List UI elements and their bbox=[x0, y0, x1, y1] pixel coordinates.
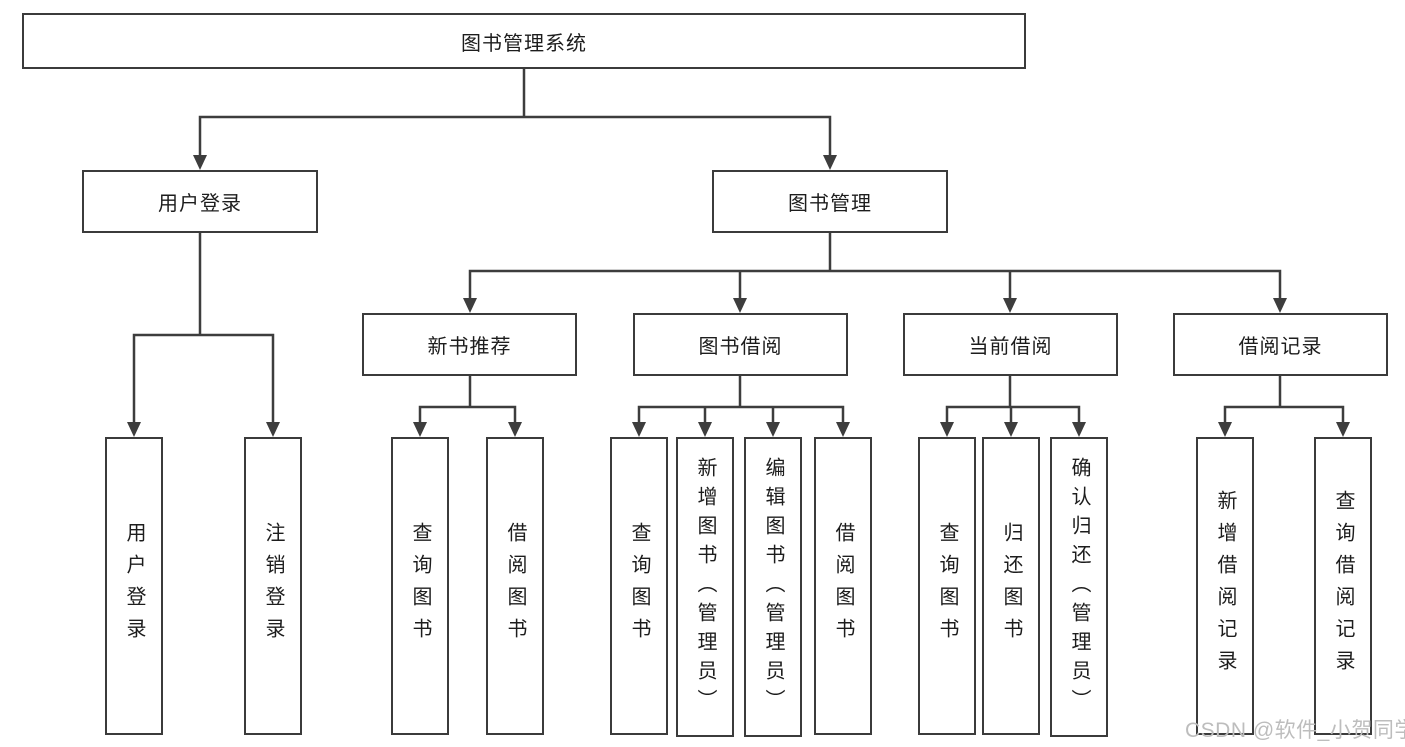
leaf-user-login: 用户登录 bbox=[105, 437, 163, 735]
leaf-borrow-books-recommend: 借阅图书 bbox=[486, 437, 544, 735]
node-current-borrowing: 当前借阅 bbox=[903, 313, 1118, 376]
leaf-borrow-books-recommend-label: 借阅图书 bbox=[504, 522, 526, 650]
node-root-label: 图书管理系统 bbox=[461, 32, 587, 55]
leaf-query-books-borrowing: 查询图书 bbox=[610, 437, 668, 735]
leaf-query-books-current-label: 查询图书 bbox=[936, 522, 958, 650]
leaf-query-books-recommend-label: 查询图书 bbox=[409, 522, 431, 650]
node-new-book-recommend-label: 新书推荐 bbox=[427, 336, 512, 358]
leaf-user-login-label: 用户登录 bbox=[123, 522, 145, 650]
leaf-add-book-admin-label: 新增图书（管理员） bbox=[694, 456, 716, 718]
node-user-login: 用户登录 bbox=[82, 170, 318, 233]
leaf-add-borrow-record: 新增借阅记录 bbox=[1196, 437, 1254, 735]
leaf-add-borrow-record-label: 新增借阅记录 bbox=[1214, 490, 1236, 682]
node-borrowing-records: 借阅记录 bbox=[1173, 313, 1388, 376]
leaf-query-borrow-record: 查询借阅记录 bbox=[1314, 437, 1372, 735]
node-borrowing-records-label: 借阅记录 bbox=[1238, 336, 1323, 358]
leaf-edit-book-admin-label: 编辑图书（管理员） bbox=[762, 456, 784, 718]
leaf-logout-label: 注销登录 bbox=[262, 522, 284, 650]
leaf-query-books-borrowing-label: 查询图书 bbox=[628, 522, 650, 650]
node-root: 图书管理系统 bbox=[22, 13, 1026, 69]
arrowheads bbox=[127, 155, 1350, 437]
leaf-edit-book-admin: 编辑图书（管理员） bbox=[744, 437, 802, 737]
leaf-logout: 注销登录 bbox=[244, 437, 302, 735]
node-book-borrowing-label: 图书借阅 bbox=[698, 336, 783, 358]
node-book-management-label: 图书管理 bbox=[788, 193, 872, 215]
node-book-management: 图书管理 bbox=[712, 170, 948, 233]
leaf-add-book-admin: 新增图书（管理员） bbox=[676, 437, 734, 737]
node-book-borrowing: 图书借阅 bbox=[633, 313, 848, 376]
leaf-confirm-return-admin: 确认归还（管理员） bbox=[1050, 437, 1108, 737]
leaf-query-books-current: 查询图书 bbox=[918, 437, 976, 735]
leaf-return-book: 归还图书 bbox=[982, 437, 1040, 735]
node-user-login-label: 用户登录 bbox=[158, 193, 242, 215]
leaf-query-books-recommend: 查询图书 bbox=[391, 437, 449, 735]
leaf-return-book-label: 归还图书 bbox=[1000, 522, 1022, 650]
node-new-book-recommend: 新书推荐 bbox=[362, 313, 577, 376]
csdn-watermark: CSDN @软件_小贺同学 bbox=[1185, 719, 1405, 742]
leaf-borrow-book-label: 借阅图书 bbox=[832, 522, 854, 650]
leaf-borrow-book: 借阅图书 bbox=[814, 437, 872, 735]
leaf-confirm-return-admin-label: 确认归还（管理员） bbox=[1068, 456, 1090, 718]
node-current-borrowing-label: 当前借阅 bbox=[968, 336, 1053, 358]
leaf-query-borrow-record-label: 查询借阅记录 bbox=[1332, 490, 1354, 682]
